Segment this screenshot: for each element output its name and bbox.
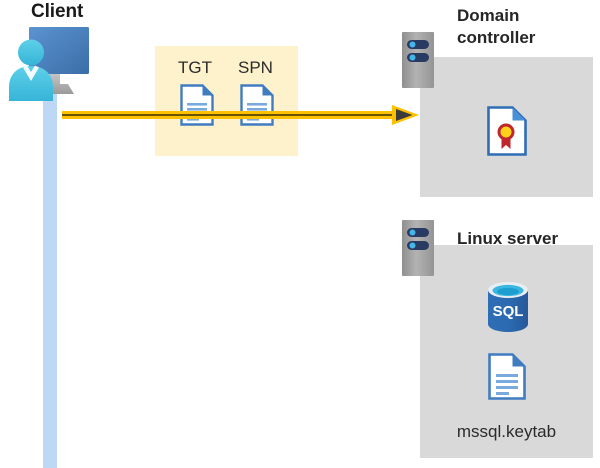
domain-controller-server-rack-icon <box>402 32 434 88</box>
certificate-document-icon <box>487 106 527 156</box>
linux-server-title: Linux server <box>457 229 559 248</box>
linux-server-rack-icon <box>402 220 434 276</box>
message-highlight-band <box>155 46 298 156</box>
user-workstation-icon <box>5 26 100 106</box>
keytab-document-icon <box>488 353 526 400</box>
linux-server-panel <box>420 245 593 458</box>
sql-database-icon: SQL <box>486 281 530 333</box>
spn-label: SPN <box>238 58 273 77</box>
client-lifeline <box>43 70 57 468</box>
keytab-filename-label: mssql.keytab <box>456 422 557 441</box>
tgt-label: TGT <box>178 58 212 77</box>
request-flow-arrow <box>62 104 420 126</box>
svg-text:SQL: SQL <box>493 303 524 320</box>
client-label: Client <box>31 1 84 22</box>
domain-controller-title: Domain controller <box>457 6 536 47</box>
